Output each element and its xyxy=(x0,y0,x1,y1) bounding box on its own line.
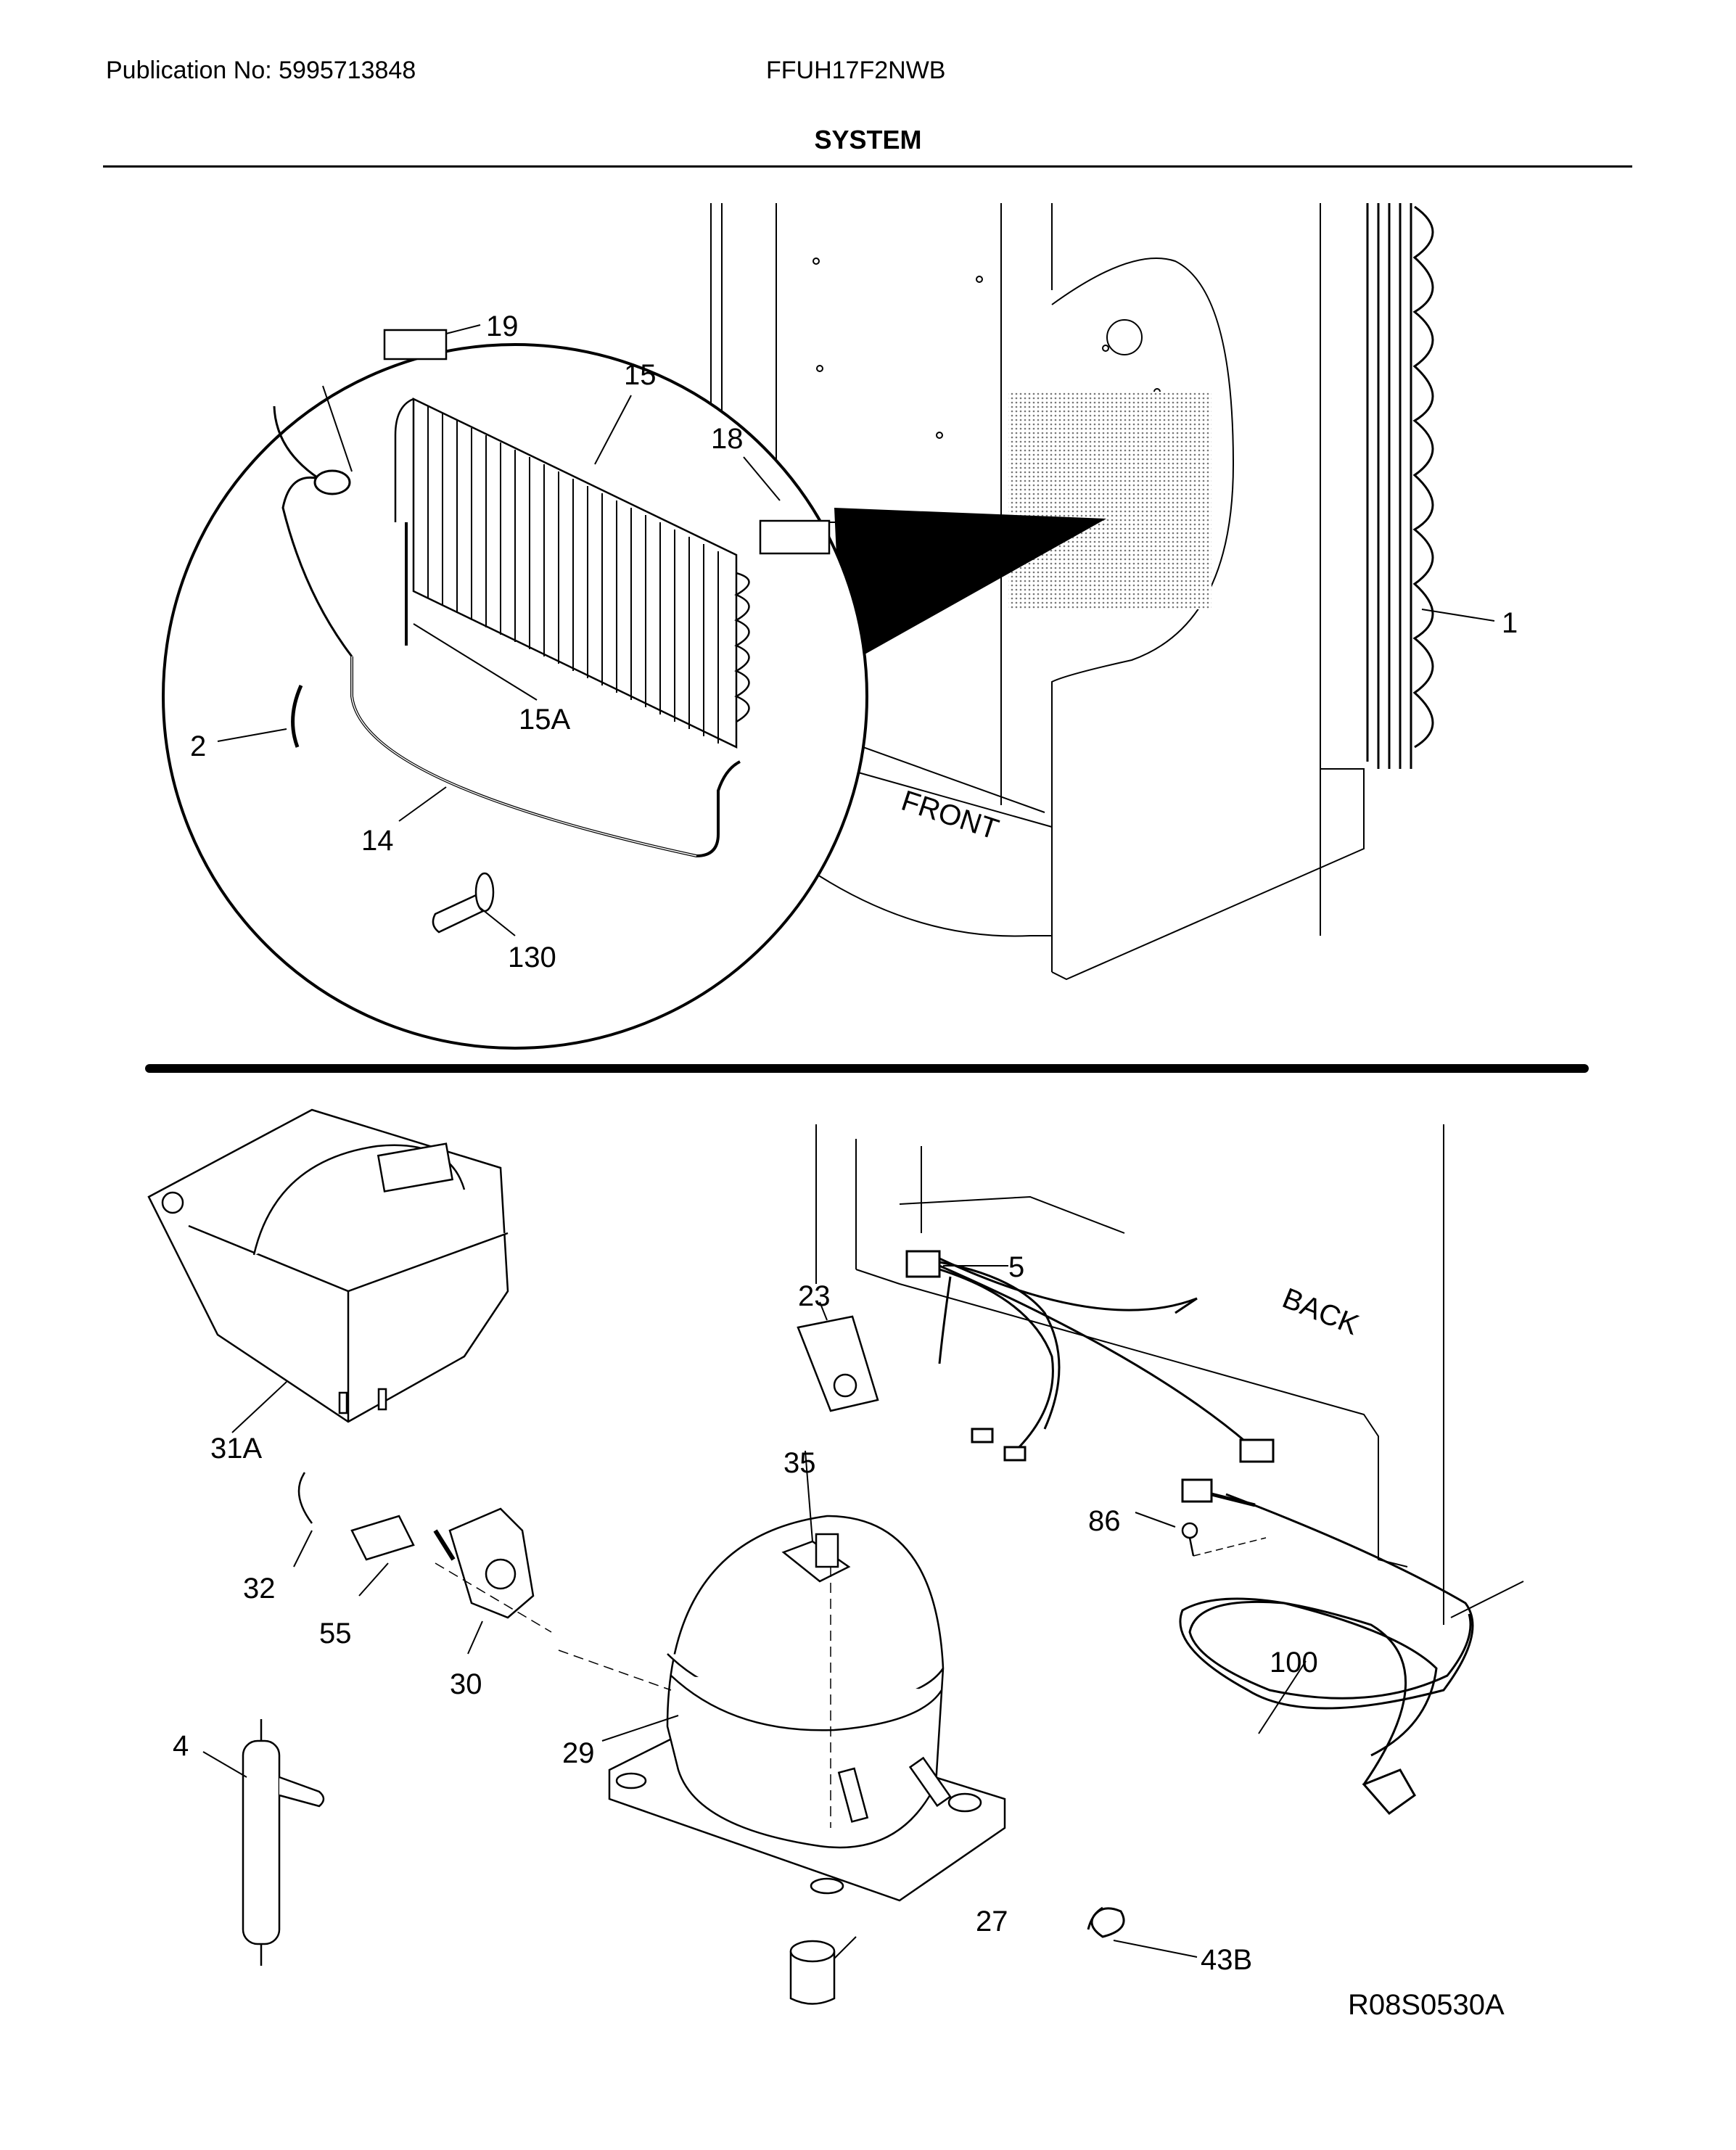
callout-29: 29 xyxy=(562,1737,595,1769)
relay-overload xyxy=(297,1472,535,1619)
callout-86: 86 xyxy=(1088,1505,1121,1537)
cabinet-back xyxy=(815,1124,1524,1625)
callout-5: 5 xyxy=(1008,1251,1024,1283)
callout-30: 30 xyxy=(450,1668,482,1700)
grommet xyxy=(789,1940,836,2005)
evaporator xyxy=(394,398,750,749)
callout-31a: 31A xyxy=(210,1433,262,1465)
power-cord xyxy=(1179,1478,1474,1816)
callout-18: 18 xyxy=(711,423,744,455)
callout-130: 130 xyxy=(508,942,556,973)
detail-pointer xyxy=(834,508,1106,667)
screw xyxy=(1181,1522,1198,1557)
clip-43b xyxy=(1087,1906,1125,1938)
diagram-reference: R08S0530A xyxy=(1348,1989,1505,2021)
callout-4: 4 xyxy=(173,1730,189,1762)
callout-35: 35 xyxy=(783,1447,816,1479)
page-title: SYSTEM xyxy=(814,125,922,155)
model-number: FFUH17F2NWB xyxy=(766,57,946,84)
callout-23: 23 xyxy=(798,1280,831,1312)
part-130 xyxy=(432,872,495,934)
publication-number: Publication No: 5995713848 xyxy=(106,57,416,84)
defrost-timer xyxy=(797,1315,879,1412)
wire-harness xyxy=(905,1250,1275,1463)
callout-2: 2 xyxy=(190,730,206,762)
drain-pan xyxy=(147,1108,509,1423)
front-label: FRONT xyxy=(897,785,1003,846)
cabinet-shaded-area xyxy=(1008,392,1212,609)
section-divider xyxy=(145,1064,1589,1073)
detail-circle xyxy=(162,343,868,1050)
callout-32: 32 xyxy=(243,1573,276,1605)
part-19-block xyxy=(383,329,448,361)
callout-55: 55 xyxy=(319,1618,352,1649)
callout-15a: 15A xyxy=(519,704,570,736)
callout-15: 15 xyxy=(624,359,657,391)
part-18-block xyxy=(759,519,831,555)
compressor xyxy=(608,1515,1006,1902)
callout-100: 100 xyxy=(1270,1647,1318,1679)
header-rule xyxy=(103,165,1632,168)
callout-43b: 43B xyxy=(1201,1944,1252,1976)
back-label: BACK xyxy=(1278,1282,1364,1342)
callout-14: 14 xyxy=(361,825,394,857)
callout-19: 19 xyxy=(486,310,519,342)
condenser-coil xyxy=(1366,203,1434,769)
callout-1: 1 xyxy=(1502,607,1518,639)
callout-27: 27 xyxy=(976,1906,1008,1937)
filter-drier xyxy=(242,1719,325,1966)
